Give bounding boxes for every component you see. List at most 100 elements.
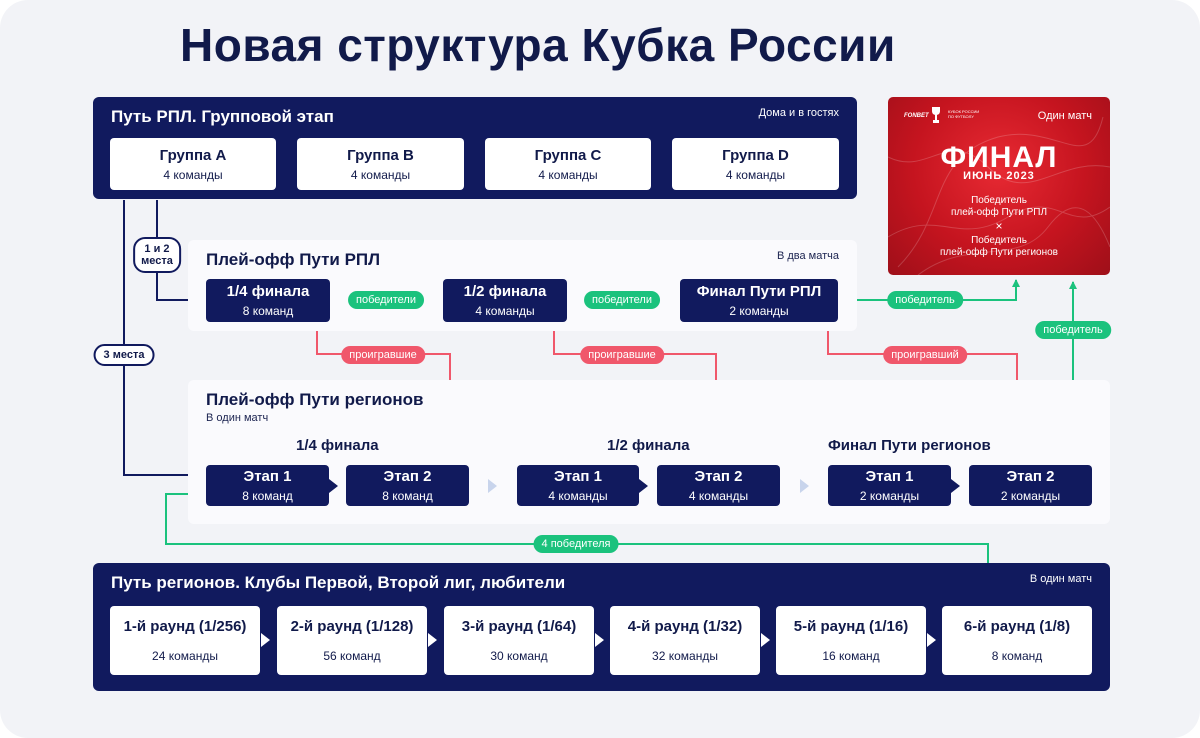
- regions-playoff-panel: Плей-офф Пути регионов В один матч: [188, 380, 1110, 524]
- stage-teams: 8 команд: [382, 489, 433, 503]
- places-1-2-line2: места: [141, 255, 173, 267]
- group-teams: 4 команды: [350, 167, 411, 182]
- places-1-2-line1: 1 и 2: [144, 243, 170, 255]
- regions-path-title: Путь регионов. Клубы Первой, Второй лиг,…: [111, 573, 566, 592]
- regions-semifinal-title: 1/2 финала: [607, 437, 690, 454]
- round-arrow-icon: [927, 633, 936, 647]
- regions-playoff-note: В один матч: [206, 412, 269, 424]
- stage-name: 1/2 финала: [463, 283, 547, 300]
- stage-teams: 8 команд: [242, 489, 293, 503]
- stage-teams: 4 команды: [688, 489, 749, 503]
- round-teams: 16 команд: [822, 649, 880, 663]
- round-name: 6-й раунд (1/8): [963, 618, 1071, 635]
- regions-final-stage2-box: Этап 2 2 команды: [969, 465, 1092, 506]
- final-card-pattern: [888, 116, 1110, 275]
- round-arrow-icon: [595, 633, 604, 647]
- stage-teams: 2 команды: [1000, 489, 1061, 503]
- stage-teams: 2 команды: [859, 489, 920, 503]
- winner-label: победитель: [887, 291, 963, 309]
- regions-sf-stage1-box: Этап 1 4 команды: [517, 465, 639, 506]
- stage-name: Этап 2: [383, 468, 432, 485]
- winners-label: победители: [348, 291, 424, 309]
- places-1-2-label: 1 и 2 места: [133, 237, 181, 273]
- league-logo-text: КУБОК РОССИИ ПО ФУТБОЛУ: [948, 109, 980, 119]
- losers-label: проигравшие: [580, 346, 664, 364]
- final-card: FONBET КУБОК РОССИИ ПО ФУТБОЛУ Один матч…: [888, 97, 1110, 275]
- round-arrow-icon: [261, 633, 270, 647]
- group-box: Группа C 4 команды: [485, 138, 651, 190]
- group-box: Группа D 4 команды: [672, 138, 839, 190]
- stage-arrow-icon: [639, 479, 648, 493]
- round-teams: 56 команд: [323, 649, 381, 663]
- final-note: Один матч: [1037, 110, 1092, 122]
- group-name: Группа А: [159, 146, 227, 164]
- round-box: 2-й раунд (1/128) 56 команд: [277, 606, 427, 675]
- rpl-quarterfinal-box: 1/4 финала 8 команд: [206, 279, 330, 322]
- stage-name: 1/4 финала: [226, 283, 310, 300]
- final-date: ИЮНЬ 2023: [963, 170, 1035, 182]
- round-name: 4-й раунд (1/32): [627, 618, 743, 635]
- group-name: Группа C: [534, 146, 602, 164]
- round-teams: 24 команды: [152, 649, 218, 663]
- regions-final-stage1-box: Этап 1 2 команды: [828, 465, 951, 506]
- loser-label: проигравший: [883, 346, 967, 364]
- places-3-label: 3 места: [93, 344, 155, 366]
- sponsor-logo: FONBET: [904, 113, 929, 119]
- regions-qf-stage1-box: Этап 1 8 команд: [206, 465, 329, 506]
- stage-name: Этап 2: [694, 468, 743, 485]
- stage-name: Этап 1: [865, 468, 914, 485]
- rpl-semifinal-box: 1/2 финала 4 команды: [443, 279, 567, 322]
- group-box: Группа B 4 команды: [297, 138, 464, 190]
- final-versus: ×: [995, 219, 1003, 233]
- round-name: 3-й раунд (1/64): [461, 618, 577, 635]
- final-winner-rpl: Победитель плей-офф Пути РПЛ: [888, 195, 1110, 219]
- group-name: Группа B: [347, 146, 414, 164]
- regions-sf-stage2-box: Этап 2 4 команды: [657, 465, 780, 506]
- stage-teams: 2 команды: [729, 304, 789, 318]
- stage-arrow-icon: [329, 479, 338, 493]
- group-teams: 4 команды: [163, 167, 223, 182]
- stage-arrow-icon: [951, 479, 960, 493]
- final-winner-rpl-line1: Победитель: [971, 195, 1027, 206]
- stage-name: Этап 1: [554, 468, 602, 485]
- final-winner-regions-line1: Победитель: [971, 235, 1027, 246]
- stage-name: Этап 2: [1006, 468, 1055, 485]
- four-winners-label: 4 победителя: [533, 535, 619, 553]
- round-box: 5-й раунд (1/16) 16 команд: [776, 606, 926, 675]
- group-box: Группа А 4 команды: [110, 138, 276, 190]
- page-title: Новая структура Кубка России: [180, 19, 896, 71]
- group-teams: 4 команды: [538, 167, 598, 182]
- stage-teams: 4 команды: [548, 489, 608, 503]
- round-arrow-icon: [761, 633, 770, 647]
- regions-qf-stage2-box: Этап 2 8 команд: [346, 465, 469, 506]
- final-title: ФИНАЛ: [940, 141, 1058, 174]
- regions-quarterfinal-title: 1/4 финала: [296, 437, 379, 454]
- rpl-playoff-title: Плей-офф Пути РПЛ: [206, 250, 381, 269]
- regions-playoff-title: Плей-офф Пути регионов: [206, 390, 424, 409]
- rpl-final-box: Финал Пути РПЛ 2 команды: [680, 279, 838, 322]
- regions-final-title: Финал Пути регионов: [828, 437, 991, 454]
- final-winner-rpl-line2: плей-офф Пути РПЛ: [950, 207, 1048, 218]
- stage-teams: 4 команды: [475, 304, 535, 318]
- rpl-group-stage-note: Дома и в гостях: [758, 107, 839, 119]
- group-teams: 4 команды: [725, 167, 786, 182]
- winners-label: победители: [584, 291, 660, 309]
- round-name: 2-й раунд (1/128): [290, 618, 414, 635]
- round-box: 6-й раунд (1/8) 8 команд: [942, 606, 1092, 675]
- group-name: Группа D: [722, 146, 789, 164]
- round-arrow-icon: [488, 479, 497, 493]
- round-box: 4-й раунд (1/32) 32 команды: [610, 606, 760, 675]
- winner-label: победитель: [1035, 321, 1111, 339]
- rpl-group-stage-title: Путь РПЛ. Групповой этап: [111, 107, 334, 126]
- round-teams: 8 команд: [991, 649, 1043, 663]
- final-winner-regions: Победитель плей-офф Пути регионов: [888, 235, 1110, 259]
- round-arrow-icon: [800, 479, 809, 493]
- round-arrow-icon: [428, 633, 437, 647]
- stage-name: Этап 1: [243, 468, 292, 485]
- line-places-1-2: [156, 200, 200, 304]
- line-places-3: [123, 200, 200, 479]
- round-teams: 30 команд: [490, 649, 548, 663]
- losers-label: проигравшие: [341, 346, 425, 364]
- stage-teams: 8 команд: [242, 304, 294, 318]
